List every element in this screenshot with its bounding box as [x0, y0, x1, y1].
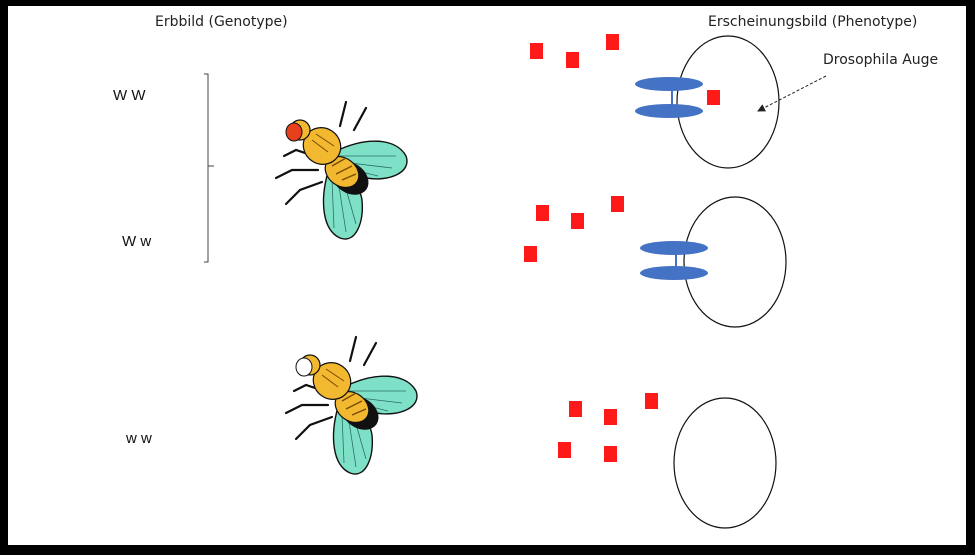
pigment-square	[566, 52, 579, 68]
eye-cell-recessive	[673, 397, 777, 529]
pigment-square	[536, 205, 549, 221]
slide: Erbbild (Genotype) Erscheinungsbild (Phe…	[8, 6, 966, 545]
transporter-protein-hetero-bottom	[640, 266, 708, 280]
genotype-bracket	[204, 73, 214, 263]
eye-cell-ww	[676, 35, 780, 169]
drosophila-eye-label: Drosophila Auge	[823, 52, 939, 68]
genotype-heading: Erbbild (Genotype)	[155, 14, 288, 30]
pigment-square	[606, 34, 619, 50]
transporter-protein-hetero-top	[640, 241, 708, 255]
fly-red-eye-icon	[274, 100, 409, 241]
pigment-square	[530, 43, 543, 59]
diagram-canvas	[204, 34, 827, 529]
genotype-ww-upper: W W	[113, 87, 146, 104]
genotype-ww-recessive: w w	[126, 430, 152, 447]
pigment-square	[524, 246, 537, 262]
pigment-square	[604, 446, 617, 462]
pigment-square	[558, 442, 571, 458]
pigment-square	[604, 409, 617, 425]
phenotype-heading: Erscheinungsbild (Phenotype)	[708, 14, 918, 30]
pigment-square	[571, 213, 584, 229]
pigment-square	[611, 196, 624, 212]
transporter-protein-ww-bottom	[635, 104, 703, 118]
genotype-ww-hetero: W w	[122, 233, 152, 250]
pigment-inside-eye	[707, 90, 720, 105]
pigment-square	[645, 393, 658, 409]
eye-cell-hetero	[683, 196, 787, 328]
pigment-square	[569, 401, 582, 417]
arrow-icon	[757, 75, 827, 112]
fly-white-eye-icon	[284, 335, 419, 476]
transporter-protein-ww-top	[635, 77, 703, 91]
